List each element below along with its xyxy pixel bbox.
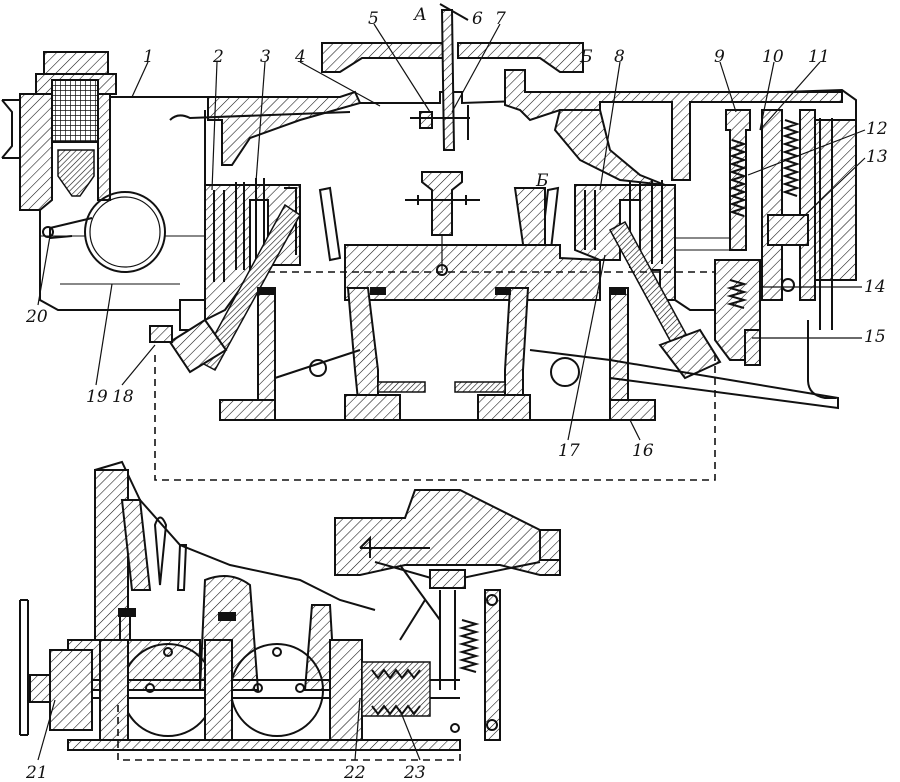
label-9: 9 [714,47,725,67]
float [84,191,166,273]
bearing-center [204,639,233,741]
label-section-b-right: Б [535,171,549,191]
label-10: 10 [762,47,784,67]
idle-screw-right [454,381,506,393]
diaphragm-spring [458,619,480,673]
pump-cylinder-left [761,109,783,301]
label-7: 7 [495,9,506,29]
label-23: 23 [403,763,426,782]
upper-carburetor-section [1,3,857,481]
float-chamber-left-wall [39,210,200,331]
base-flange-left [219,399,276,421]
idle-screw-left [377,381,426,393]
label-16: 16 [632,441,654,461]
choke-valve [169,3,470,151]
emulsion-block-left [204,184,301,322]
float-inner [89,196,161,268]
inlet-housing-right [97,93,111,201]
label-21: 21 [25,763,48,782]
diaphragm-housing [334,489,561,576]
callout-labels: 1 2 3 4 5 А 6 7 Б 8 9 10 11 12 13 14 15 … [25,5,888,782]
lower-housing-rib [120,499,152,591]
economizer-spring [728,139,748,217]
label-4: 4 [294,47,306,67]
label-2: 2 [212,47,224,67]
lower-fuel-channel-dashed [117,705,461,761]
pump-rod [819,118,833,330]
inlet-housing-left [19,93,53,211]
label-15: 15 [864,327,886,347]
label-section-b-left: Б [579,47,593,67]
label-22: 22 [343,763,366,782]
leader-lines [37,23,866,761]
label-19: 19 [86,387,108,407]
needle-valve-seat [57,149,95,197]
base-block-center-left [344,394,401,421]
label-14: 14 [864,277,886,297]
label-1: 1 [143,47,154,67]
fuel-level-left [40,235,205,285]
throttle-arm [19,599,29,736]
pump-rod-link [807,320,836,399]
vacuum-port [359,535,430,558]
diffuser-curve-right [553,109,666,186]
choke-plate [440,9,456,151]
diaphragm-housing-wall [484,589,501,741]
label-13: 13 [866,147,888,167]
fuel-channel-dashed [154,271,716,481]
tooth-1 [153,516,168,586]
main-jet-tube-left [198,203,301,372]
bearing-right [329,639,363,741]
label-6: 6 [472,9,483,29]
float-chamber-inner-wall [179,110,206,310]
fuel-filter-mesh [51,79,99,143]
pump-nozzle [421,171,463,236]
cover-body-left [207,90,362,166]
tooth-2 [176,544,188,591]
label-11: 11 [808,47,830,67]
bearing-left [99,639,129,741]
center-venturi [318,171,601,301]
air-horn-flange-right [457,42,584,73]
air-horn-flange-left [321,42,444,73]
emulsion-tubes-left [213,178,297,282]
drain-plug-left [149,325,173,343]
cover-body-right [504,69,843,181]
diaphragm-plate [429,569,466,589]
throttle-body [219,287,839,421]
fuel-inlet-fitting [1,51,117,211]
main-jet-body-right [658,328,722,380]
base-flange-right [609,399,656,421]
base-block-center-right [477,394,531,421]
lower-body-outline [94,460,376,611]
pump-piston [767,214,809,246]
label-3: 3 [260,47,271,67]
float-lever-pivot [42,226,54,238]
label-8: 8 [614,47,625,67]
label-18: 18 [112,387,134,407]
label-section-a: А [413,5,427,25]
pump-cylinder-right [799,109,816,301]
throttle-valve-left [309,359,327,377]
linkage [399,564,441,641]
diaphragm-rod [439,590,456,690]
arm-hub [49,649,93,731]
label-20: 20 [25,307,48,327]
pump-housing [814,119,857,281]
inlet-nut [43,51,109,75]
main-jet-body-left [168,318,228,374]
lower-section [19,460,561,761]
label-5: 5 [368,9,379,29]
label-17: 17 [558,441,580,461]
lower-base [67,739,461,751]
economizer-assembly [674,109,857,399]
label-12: 12 [866,119,888,139]
vacuum-diaphragm-unit [334,489,561,741]
throttle-lever [550,357,580,387]
